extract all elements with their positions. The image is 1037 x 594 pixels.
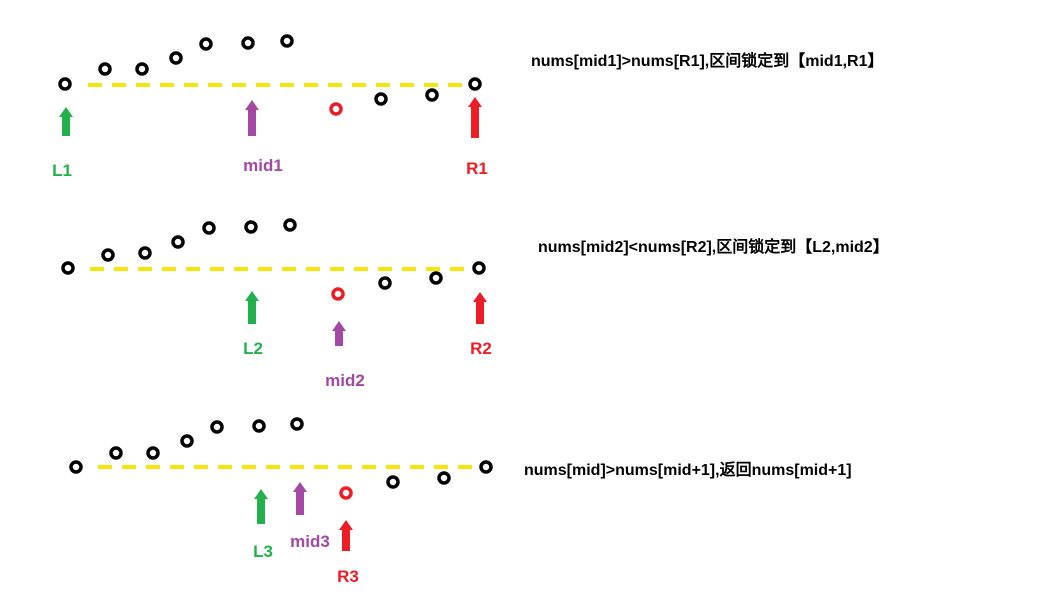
panel-2-value-dot	[244, 220, 258, 234]
panel-3-value-dot	[386, 475, 400, 489]
panel-1-right-arrow-icon	[468, 97, 482, 138]
panel-2-mid-arrow-icon	[332, 321, 346, 346]
panel-3-value-dot	[146, 446, 160, 460]
panel-1-value-dot	[58, 77, 72, 91]
panel-2-value-dot	[101, 248, 115, 262]
panel-3-value-dot	[109, 446, 123, 460]
panel-3-right-label: R3	[337, 567, 359, 586]
panel-2-left-label: L2	[243, 339, 263, 358]
panel-3-right-arrow-icon	[339, 520, 353, 551]
panel-3-mid-label: mid3	[290, 532, 330, 551]
panel-1-caption: nums[mid1]>nums[R1],区间锁定到【mid1,R1】	[531, 53, 884, 70]
panel-1-value-dot	[98, 62, 112, 76]
panel-2-left-arrow-icon	[245, 291, 259, 324]
panel-2-value-dot	[171, 235, 185, 249]
panel-2-value-dot	[472, 261, 486, 275]
panel-3-value-dot	[210, 420, 224, 434]
panel-1-value-dot	[241, 36, 255, 50]
panel-2-value-dot	[138, 246, 152, 260]
panel-1-mid-label: mid1	[243, 156, 283, 175]
panel-2-mid-label: mid2	[325, 371, 365, 390]
panel-1-value-dot	[135, 62, 149, 76]
panel-3-value-dot	[479, 460, 493, 474]
panel-3-minimum-dot	[339, 486, 353, 500]
panel-2-caption: nums[mid2]<nums[R2],区间锁定到【L2,mid2】	[538, 239, 889, 256]
panel-2-value-dot	[202, 221, 216, 235]
panel-3-left-label: L3	[253, 542, 273, 561]
panel-2-right-label: R2	[470, 339, 492, 358]
panel-1-value-dot	[199, 37, 213, 51]
panel-3-caption: nums[mid]>nums[mid+1],返回nums[mid+1]	[524, 462, 852, 479]
panel-2-value-dot	[378, 276, 392, 290]
panel-3-mid-arrow-icon	[293, 482, 307, 515]
panel-3-value-dot	[437, 471, 451, 485]
panel-3-value-dot	[69, 460, 83, 474]
panel-1-left-arrow-icon	[59, 107, 73, 136]
panel-1-value-dot	[374, 92, 388, 106]
panel-2-value-dot	[429, 271, 443, 285]
panel-2-value-dot	[61, 261, 75, 275]
panel-1-right-label: R1	[466, 159, 488, 178]
panel-3-value-dot	[290, 417, 304, 431]
panel-1-left-label: L1	[52, 161, 72, 180]
panel-1-value-dot	[169, 51, 183, 65]
panel-1-value-dot	[280, 34, 294, 48]
panel-3-value-dot	[252, 419, 266, 433]
panel-2-value-dot	[283, 218, 297, 232]
panel-1-value-dot	[425, 88, 439, 102]
panel-1-minimum-dot	[329, 102, 343, 116]
panel-3-left-arrow-icon	[254, 489, 268, 524]
panel-3-value-dot	[180, 434, 194, 448]
panel-1-value-dot	[468, 77, 482, 91]
panel-2-right-arrow-icon	[473, 292, 487, 324]
panel-1-mid-arrow-icon	[245, 100, 259, 136]
panel-2-minimum-dot	[331, 287, 345, 301]
